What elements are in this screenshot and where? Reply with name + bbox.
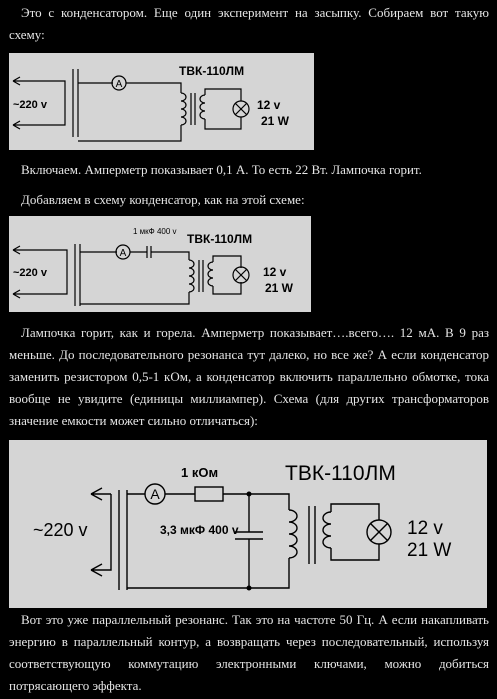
resistor-label: 1 кОм: [181, 465, 218, 480]
circuit-diagram-3: A 1 кОм 3,3 мкФ 400 v ТВК-110ЛМ ~220 v 1…: [9, 440, 487, 608]
transformer-label: ТВК-110ЛМ: [187, 232, 252, 246]
circuit-diagram-2: A 1 мкФ 400 v ТВК-110ЛМ ~220 v 12 v 21 W: [9, 216, 311, 312]
paragraph-intro: Это с конденсатором. Еще один эксперимен…: [9, 5, 489, 42]
lamp-power-label: 21 W: [407, 540, 451, 561]
transformer-label: ТВК-110ЛМ: [179, 64, 244, 78]
capacitor-label: 1 мкФ 400 v: [133, 227, 177, 236]
paragraph-result-1: Включаем. Амперметр показывает 0,1 А. То…: [21, 162, 422, 177]
source-voltage-label: ~220 v: [13, 99, 48, 111]
lamp-power-label: 21 W: [265, 281, 294, 295]
ammeter-label: A: [116, 79, 123, 90]
transformer-label: ТВК-110ЛМ: [285, 462, 396, 485]
lamp-voltage-label: 12 v: [263, 265, 287, 279]
paragraph-observation: Лампочка горит, как и горела. Амперметр …: [9, 325, 489, 428]
lamp-voltage-label: 12 v: [257, 98, 281, 112]
source-voltage-label: ~220 v: [33, 520, 88, 540]
lamp-voltage-label: 12 v: [407, 518, 443, 539]
lamp-power-label: 21 W: [261, 114, 290, 128]
paragraph-conclusion: Вот это уже параллельный резонанс. Так э…: [9, 612, 489, 693]
source-voltage-label: ~220 v: [13, 267, 48, 279]
ammeter-label: A: [150, 486, 160, 502]
paragraph-add-capacitor: Добавляем в схему конденсатор, как на эт…: [21, 192, 305, 207]
ammeter-label: A: [120, 248, 127, 259]
capacitor-label: 3,3 мкФ 400 v: [160, 523, 239, 537]
circuit-diagram-1: A ТВК-110ЛМ ~220 v 12 v 21 W: [9, 53, 314, 150]
